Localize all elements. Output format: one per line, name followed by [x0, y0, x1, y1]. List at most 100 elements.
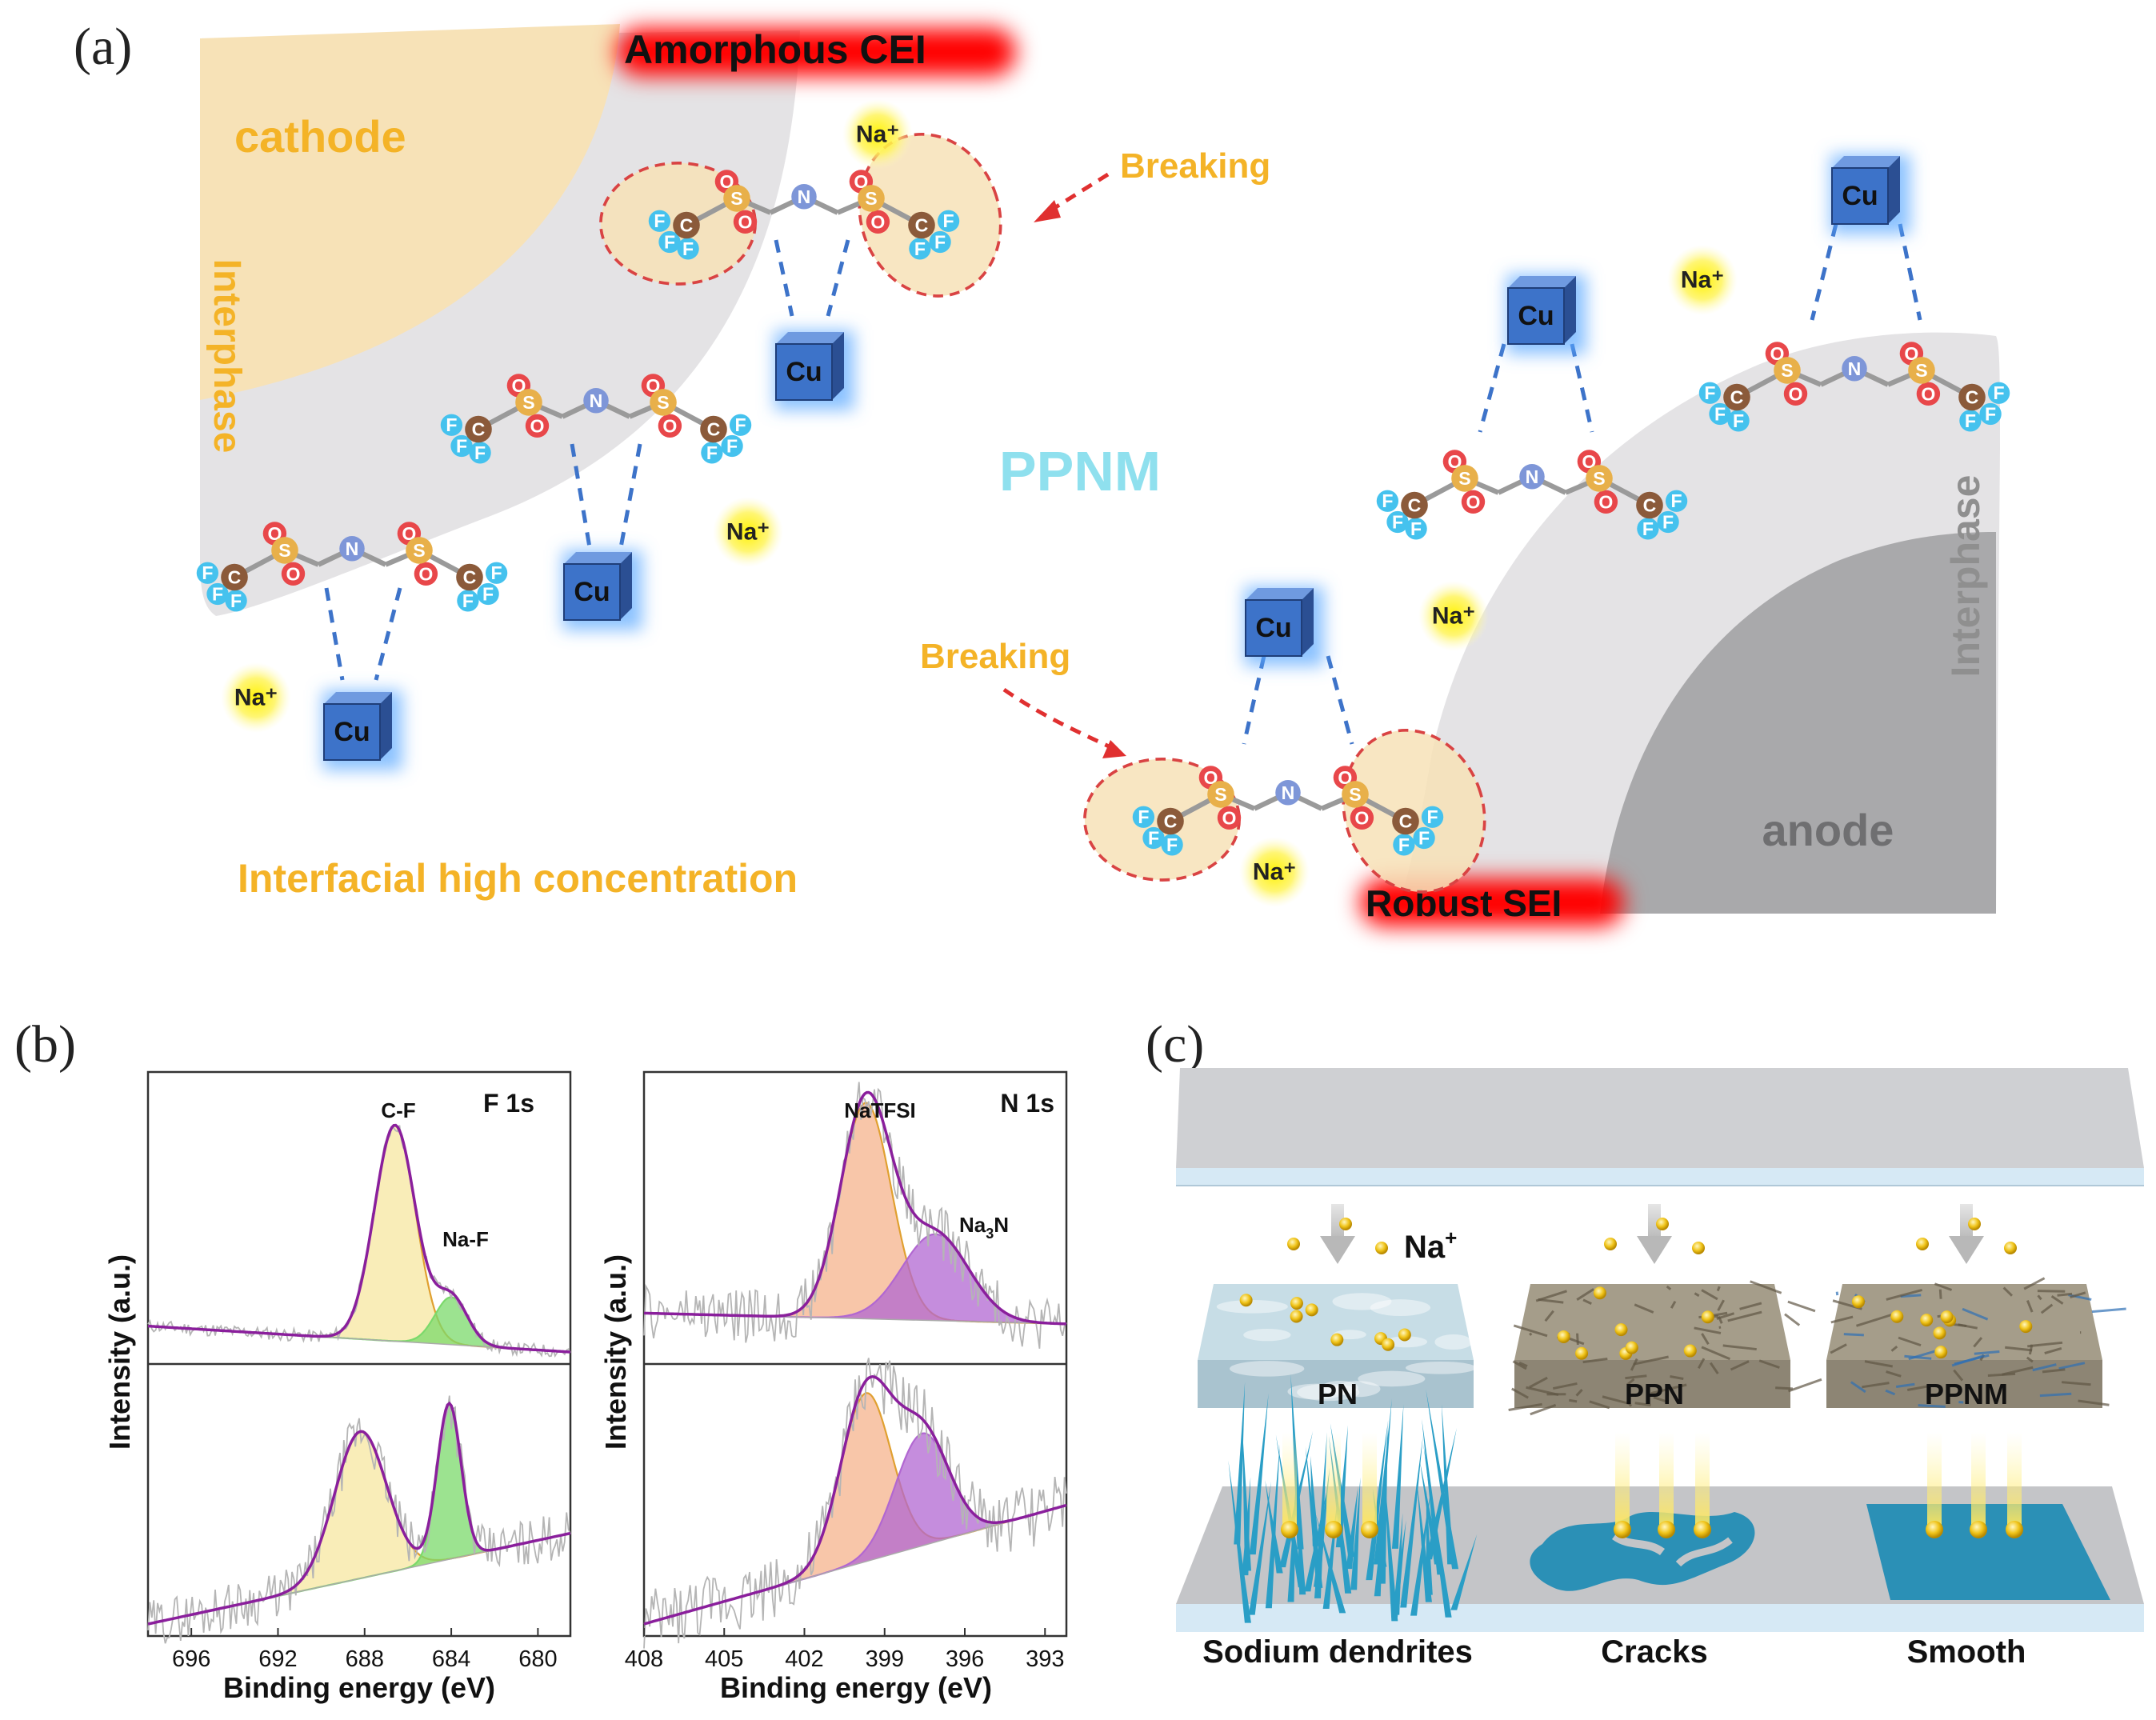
ion-beam-2-0	[1927, 1432, 1942, 1528]
s-atom-a5-l-label: S	[1781, 360, 1793, 381]
f-atom-a3-l2-label: F	[664, 232, 675, 253]
f-atom-a2-l1	[440, 414, 463, 436]
s-atom-a2-r	[650, 389, 677, 416]
membrane-fiber-2-12	[1835, 1291, 1839, 1296]
dendrite-37	[1248, 1481, 1272, 1615]
membrane-fiber-2-20	[2023, 1277, 2046, 1290]
o-atom-a5-r2-label: O	[1921, 383, 1935, 404]
membrane-fiber-1-46	[1701, 1333, 1710, 1346]
membrane-fiber-2-0	[1974, 1350, 2000, 1355]
membrane-pore-0-12	[1335, 1381, 1381, 1398]
f-atom-a5-l3-label: F	[1733, 410, 1744, 431]
membrane-fiber-1-28	[1650, 1383, 1687, 1395]
f-atom-a1-r1-label: F	[491, 562, 502, 583]
cu-cube-1: Cu	[322, 690, 402, 770]
ion-membrane-0-2	[1239, 1294, 1253, 1307]
membrane-pore-0-0	[1287, 1383, 1345, 1400]
f-atom-a2-r1-label: F	[735, 414, 746, 435]
f-atom-a5-l1-label: F	[1704, 382, 1715, 403]
ion-beam-1-2	[1695, 1432, 1710, 1528]
ion-deposit-2-2	[2006, 1521, 2023, 1538]
membrane-fiber-2-35	[2037, 1294, 2042, 1301]
ion-beam-1-1	[1659, 1432, 1674, 1528]
f-atom-a3-l3-label: F	[682, 238, 694, 259]
ion-beam-0-1	[1326, 1432, 1341, 1528]
f-atom-a2-l2-label: F	[456, 436, 467, 457]
s-atom-a6-l-label: S	[1214, 784, 1226, 805]
membrane-top-0	[1198, 1284, 1474, 1360]
f-atom-a1-l1-label: F	[202, 562, 213, 583]
f1s-tick-label-1: 692	[258, 1646, 297, 1672]
ion-beam-1-0	[1615, 1432, 1630, 1528]
f-atom-a4-l2-label: F	[1392, 512, 1403, 533]
membrane-fiber-1-18	[1508, 1402, 1542, 1411]
interfacial-label: Interfacial high concentration	[238, 856, 798, 901]
membrane-pore-0-7	[1370, 1299, 1431, 1316]
membrane-fiber-2-53	[1958, 1323, 1978, 1330]
cu-top-2	[564, 552, 632, 564]
n1s-tick-label-2: 402	[785, 1646, 823, 1672]
membrane-fiber-1-5	[1787, 1300, 1816, 1313]
f-atom-a1-r2-label: F	[482, 584, 494, 605]
f-atom-a1-l2	[206, 582, 229, 606]
n-atom-a6-label: N	[1282, 782, 1295, 803]
o-atom-a4-r2-label: O	[1598, 491, 1613, 512]
membrane-fiber-2-19	[1973, 1337, 1983, 1348]
c-atom-a4-r	[1636, 491, 1663, 519]
n1s-top-peak-fill-0	[644, 1102, 1066, 1324]
cu-cube-6: Cu	[1244, 586, 1324, 666]
n-atom-a1	[339, 536, 365, 562]
cu-front-2	[563, 563, 621, 621]
ion-deposit-2-0	[1926, 1521, 1943, 1538]
cathode-label: cathode	[234, 111, 406, 162]
breaking-top-label: Breaking	[1120, 146, 1270, 186]
dendrite-16	[1417, 1481, 1432, 1602]
ion-above-0-2	[1375, 1242, 1388, 1254]
panel-label-b: (b)	[14, 1015, 76, 1074]
cathode-region	[200, 24, 620, 400]
f-atom-a3-l3	[677, 238, 699, 260]
membrane-fiber-2-47	[2070, 1291, 2086, 1298]
f-atom-a2-r3	[701, 442, 723, 464]
na-ion-label-2: Na⁺	[726, 519, 770, 546]
membrane-fiber-1-49	[1670, 1300, 1677, 1309]
f1s-peak-cf-label: C-F	[381, 1098, 415, 1122]
cu-label-2: Cu	[574, 577, 610, 607]
membrane-fiber-1-13	[1784, 1313, 1801, 1326]
f1s-bottom-peak-fill-0	[148, 1431, 570, 1624]
dendrite-34	[1366, 1419, 1389, 1581]
membrane-fiber-2-18	[1843, 1333, 1864, 1337]
membrane-fiber-2-55	[1862, 1382, 1890, 1389]
c-atom-a3-l-label: C	[680, 215, 694, 236]
membrane-fiber-2-38	[2037, 1290, 2066, 1293]
membrane-fiber-2-1	[2040, 1303, 2054, 1314]
coord-line-1a	[324, 587, 345, 681]
f-atom-a6-r1	[1421, 806, 1444, 828]
ion-membrane-2-7	[2019, 1320, 2033, 1334]
membrane-fiber-2-43	[2026, 1356, 2034, 1363]
membrane-fiber-1-23	[1576, 1288, 1594, 1301]
cu-front-4	[1507, 287, 1565, 345]
f-atom-a4-l3-label: F	[1410, 518, 1422, 539]
ion-deposit-0-2	[1361, 1521, 1378, 1538]
o-atom-a4-l2	[1461, 490, 1486, 514]
s-atom-a3-l	[723, 185, 750, 212]
dendrite-6	[1310, 1456, 1319, 1546]
membrane-fiber-2-26	[2078, 1399, 2110, 1406]
dendrite-29	[1400, 1435, 1423, 1608]
o-atom-a1-r2	[414, 562, 438, 586]
membrane-fiber-2-13	[2057, 1292, 2073, 1297]
membrane-fiber-1-54	[1538, 1298, 1564, 1304]
membrane-fiber-1-0	[1529, 1332, 1533, 1336]
o-atom-a3-l2-label: O	[738, 211, 753, 232]
f-atom-a2-l3-label: F	[474, 442, 486, 463]
c-atom-a1-r	[456, 563, 483, 591]
n-atom-a5-label: N	[1848, 358, 1862, 379]
cei-glow	[616, 28, 1016, 76]
ion-membrane-2-3	[1934, 1346, 1948, 1359]
arrow-shaft-1	[1648, 1204, 1661, 1240]
